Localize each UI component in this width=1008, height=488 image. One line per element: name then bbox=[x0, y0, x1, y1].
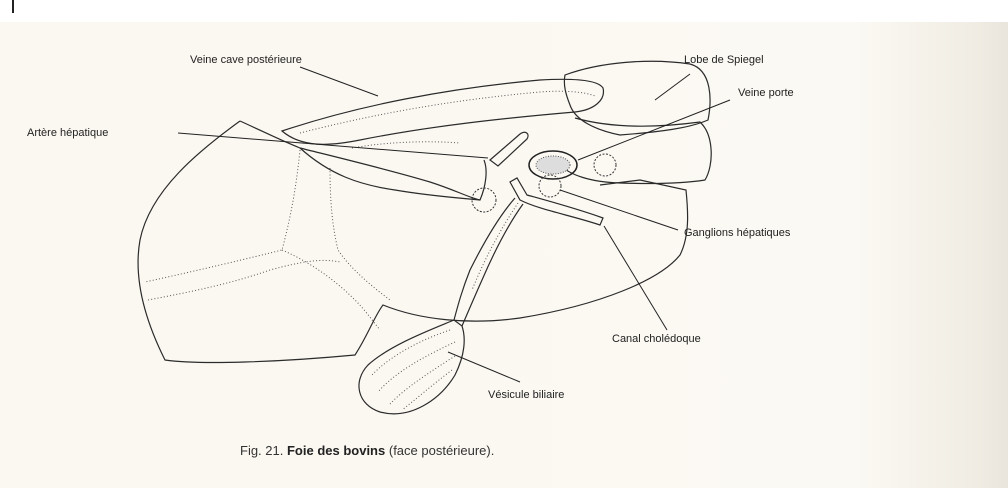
ganglion-1 bbox=[594, 154, 616, 176]
label-artere-hepatique: Artère hépatique bbox=[27, 127, 108, 139]
figure-caption: Fig. 21. Foie des bovins (face postérieu… bbox=[240, 443, 760, 458]
liver-inner-fold bbox=[300, 148, 480, 200]
fissure-hatching-d bbox=[148, 260, 340, 300]
bile-duct bbox=[510, 178, 603, 225]
label-vesicule: Vésicule biliaire bbox=[488, 389, 564, 401]
right-lobe bbox=[560, 118, 711, 184]
leader-canal bbox=[604, 226, 667, 330]
gall-bladder-hatching bbox=[372, 330, 455, 410]
fissure-hatching-b bbox=[282, 250, 380, 330]
label-canal-choledoque: Canal cholédoque bbox=[612, 333, 701, 345]
caption-prefix: Fig. 21. bbox=[240, 443, 283, 458]
cystic-duct-hatching bbox=[472, 203, 518, 290]
leader-lobe-spiegel bbox=[655, 74, 690, 100]
gall-bladder bbox=[359, 320, 464, 414]
label-veine-cave: Veine cave postérieure bbox=[190, 54, 302, 66]
vena-cava bbox=[282, 79, 603, 144]
cystic-duct bbox=[454, 198, 523, 326]
label-veine-porte: Veine porte bbox=[738, 87, 794, 99]
leader-artere bbox=[178, 133, 488, 158]
fissure-hatching-e bbox=[352, 142, 460, 148]
liver-left-lobe bbox=[138, 121, 688, 362]
portal-vein-inner bbox=[536, 156, 570, 174]
leader-veine-cave bbox=[300, 67, 378, 96]
label-lobe-spiegel: Lobe de Spiegel bbox=[684, 54, 764, 66]
liver-upper-edge bbox=[240, 121, 486, 200]
label-ganglions: Ganglions hépatiques bbox=[684, 227, 791, 239]
hepatic-artery bbox=[490, 132, 528, 166]
caption-suffix: (face postérieure). bbox=[389, 443, 495, 458]
fissure-hatching-a bbox=[145, 150, 300, 282]
caption-title: Foie des bovins bbox=[287, 443, 385, 458]
